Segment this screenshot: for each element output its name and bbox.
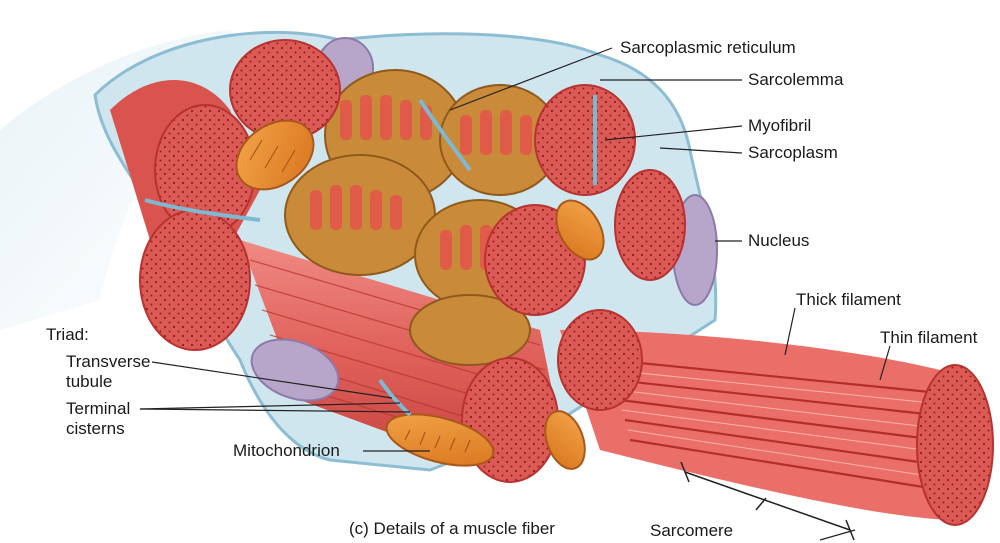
label-thin-filament: Thin filament <box>880 328 978 347</box>
label-transverse-tubule-line1: Transverse <box>66 352 151 371</box>
figure-caption: (c) Details of a muscle fiber <box>349 519 555 538</box>
background-sheen <box>0 30 260 330</box>
label-sarcoplasm: Sarcoplasm <box>748 143 838 162</box>
myofibril-extended <box>560 330 960 520</box>
label-terminal-cisterns-line1: Terminal <box>66 399 131 418</box>
label-sarcomere: Sarcomere <box>650 521 734 540</box>
myofibril-end-cap <box>916 364 994 526</box>
mitochondria <box>235 119 605 470</box>
thin-filament-lines <box>609 369 942 479</box>
label-terminal-cisterns-line2: cisterns <box>66 419 125 438</box>
label-thick-filament: Thick filament <box>796 290 901 309</box>
sarcomere-bracket <box>680 461 855 541</box>
mitochondria-cristae <box>249 139 471 453</box>
myofibril-cross-sections <box>139 39 686 483</box>
transverse-tubules <box>144 95 597 417</box>
label-sarcolemma: Sarcolemma <box>748 70 844 89</box>
leader-lines <box>139 47 891 541</box>
thick-filament-lines <box>609 358 943 492</box>
nucleus-lower-left <box>250 338 340 402</box>
label-sarcoplasmic-reticulum: Sarcoplasmic reticulum <box>620 38 796 57</box>
label-triad: Triad: <box>46 325 89 344</box>
label-mitochondrion: Mitochondrion <box>233 441 340 460</box>
label-myofibril: Myofibril <box>748 116 812 135</box>
label-nucleus: Nucleus <box>748 231 810 250</box>
label-transverse-tubule-line2: tubule <box>66 372 113 391</box>
